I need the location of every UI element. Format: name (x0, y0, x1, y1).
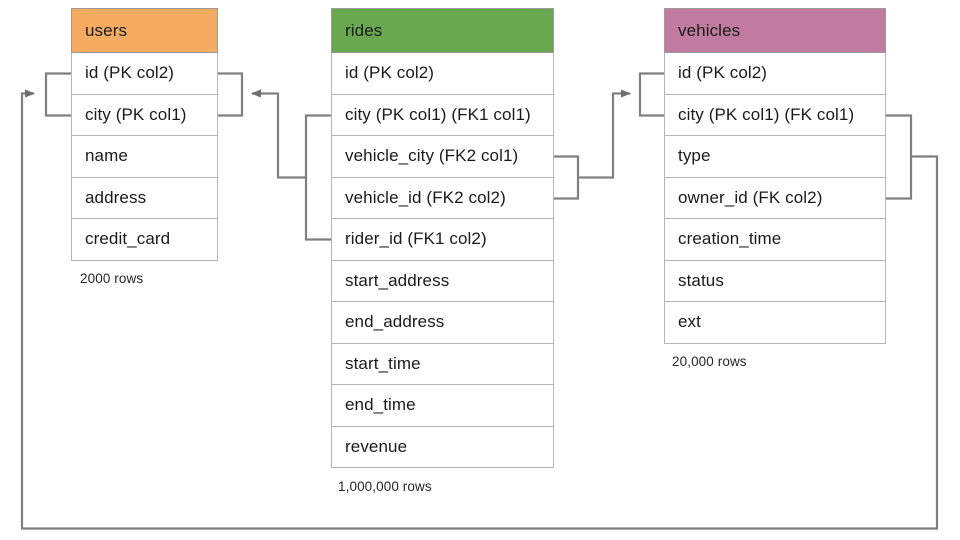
column-label: revenue (345, 436, 408, 456)
table-rides-column-city[interactable]: city (PK col1) (FK1 col1) (331, 94, 554, 136)
table-rides-column-vehicle-city[interactable]: vehicle_city (FK2 col1) (331, 136, 554, 178)
table-rides-column-vehicle-id[interactable]: vehicle_id (FK2 col2) (331, 177, 554, 219)
table-rides-column-id[interactable]: id (PK col2) (331, 53, 554, 95)
table-users[interactable]: users id (PK col2) city (PK col1) name a… (71, 8, 218, 261)
column-label: credit_card (85, 229, 171, 249)
column-label: start_time (345, 353, 421, 373)
column-label: status (678, 270, 724, 290)
table-vehicles-column-status[interactable]: status (664, 260, 886, 302)
table-vehicles-column-owner-id[interactable]: owner_id (FK col2) (664, 177, 886, 219)
column-label: ext (678, 312, 701, 332)
table-rides-column-start-time[interactable]: start_time (331, 343, 554, 385)
connector-rides-vehicle-to-vehicles (554, 72, 664, 200)
table-users-column-credit-card[interactable]: credit_card (71, 219, 218, 261)
column-label: start_address (345, 270, 450, 290)
column-label: city (PK col1) (FK col1) (678, 104, 855, 124)
column-label: end_time (345, 395, 416, 415)
column-label: creation_time (678, 229, 782, 249)
column-label: rider_id (FK1 col2) (345, 229, 487, 249)
table-vehicles[interactable]: vehicles id (PK col2) city (PK col1) (FK… (664, 8, 886, 344)
column-label: id (PK col2) (678, 63, 768, 83)
column-label: city (PK col1) (85, 104, 187, 124)
table-rides-column-revenue[interactable]: revenue (331, 426, 554, 468)
table-vehicles-column-city[interactable]: city (PK col1) (FK col1) (664, 94, 886, 136)
table-users-column-city[interactable]: city (PK col1) (71, 94, 218, 136)
connector-rides-rider-to-users (218, 72, 331, 241)
table-vehicles-title: vehicles (678, 20, 741, 40)
column-label: name (85, 146, 128, 166)
table-rides-column-end-time[interactable]: end_time (331, 385, 554, 427)
table-users-column-name[interactable]: name (71, 136, 218, 178)
table-users-row-count: 2000 rows (80, 271, 144, 286)
table-vehicles-column-type[interactable]: type (664, 136, 886, 178)
column-label: end_address (345, 312, 445, 332)
table-rides-title: rides (345, 20, 383, 40)
table-vehicles-column-creation-time[interactable]: creation_time (664, 219, 886, 261)
column-label: type (678, 146, 711, 166)
table-users-column-id[interactable]: id (PK col2) (71, 53, 218, 95)
table-users-column-address[interactable]: address (71, 177, 218, 219)
table-users-title: users (85, 20, 128, 40)
table-rides-row-count: 1,000,000 rows (338, 479, 432, 494)
column-label: id (PK col2) (85, 63, 175, 83)
column-label: vehicle_city (FK2 col1) (345, 146, 519, 166)
table-vehicles-row-count: 20,000 rows (672, 354, 747, 369)
table-vehicles-header: vehicles (664, 8, 886, 53)
table-rides-header: rides (331, 8, 554, 53)
column-label: owner_id (FK col2) (678, 187, 823, 207)
table-rides-column-end-address[interactable]: end_address (331, 302, 554, 344)
column-label: vehicle_id (FK2 col2) (345, 187, 506, 207)
column-label: city (PK col1) (FK1 col1) (345, 104, 531, 124)
table-rides-column-rider-id[interactable]: rider_id (FK1 col2) (331, 219, 554, 261)
column-label: address (85, 187, 147, 207)
connector-vehicles-owner-to-users (20, 72, 939, 530)
table-users-header: users (71, 8, 218, 53)
table-vehicles-column-ext[interactable]: ext (664, 302, 886, 344)
table-rides[interactable]: rides id (PK col2) city (PK col1) (FK1 c… (331, 8, 554, 468)
table-vehicles-column-id[interactable]: id (PK col2) (664, 53, 886, 95)
column-label: id (PK col2) (345, 63, 435, 83)
table-rides-column-start-address[interactable]: start_address (331, 260, 554, 302)
